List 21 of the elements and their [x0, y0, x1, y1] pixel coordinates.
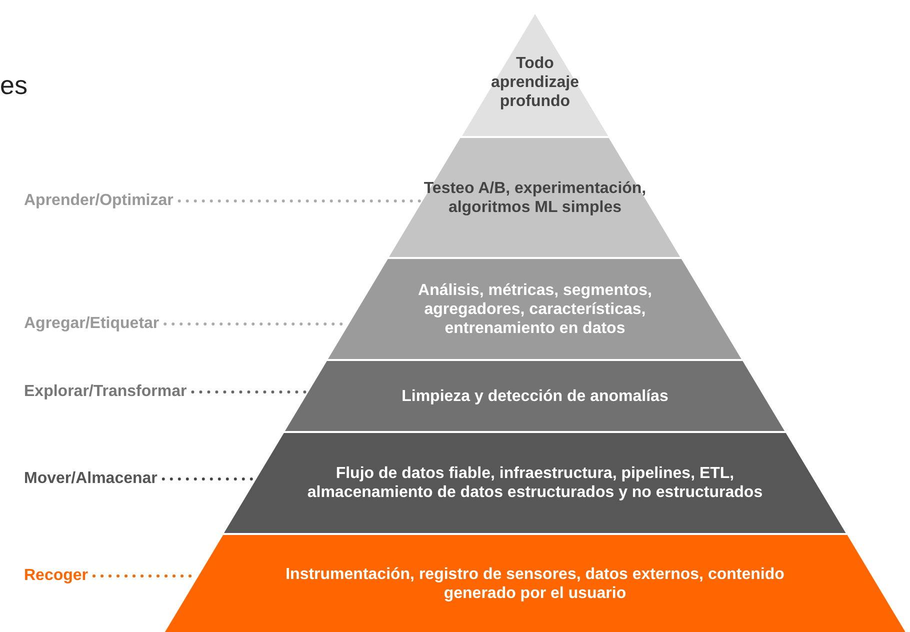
leader-line [178, 200, 422, 202]
level-label: Explorar/Transformar [24, 383, 187, 401]
pyramid-tier [164, 535, 906, 632]
level-label: Recoger [24, 567, 88, 585]
tier-text: Instrumentación, registro de sensores, datos externos, contenido generado por el usuario [284, 564, 786, 602]
leader-line [162, 478, 256, 480]
pyramid-tier [462, 14, 608, 136]
tier-text: Análisis, métricas, segmentos, agregadores, características, entrenamiento en datos [417, 280, 653, 338]
tier-text: Flujo de datos fiable, infraestructura, pipelines, ETL, almacenamiento de datos estructurados y no estructurados [306, 464, 764, 502]
tier-text: Limpieza y detección de anomalías [402, 386, 668, 406]
level-label: Aprender/Optimizar [24, 192, 174, 210]
pyramid-tier [224, 433, 846, 533]
tier-text: Todo aprendizaje profundo [490, 54, 580, 110]
pyramid-tier [389, 138, 681, 257]
leader-line [191, 390, 308, 394]
level-label: Mover/Almacenar [24, 470, 158, 488]
tier-text: Testeo A/B, experimentación, algoritmos ML simples [422, 178, 648, 216]
pyramid-tier [328, 259, 742, 359]
pyramid-tier [285, 361, 785, 431]
level-label: Agregar/Etiquetar [24, 315, 160, 333]
heading-fragment: es [0, 70, 28, 101]
